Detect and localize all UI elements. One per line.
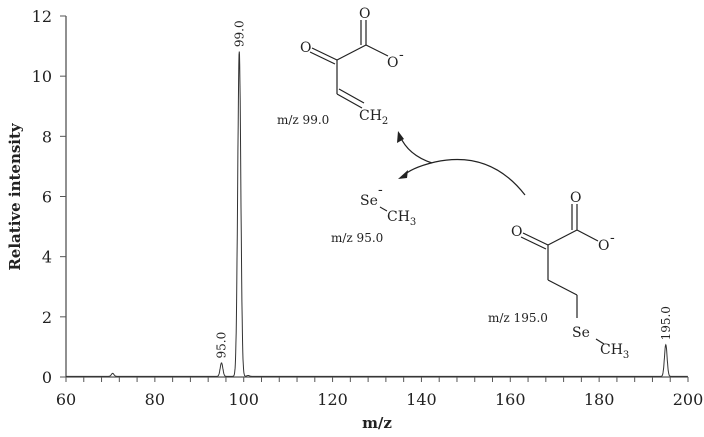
oxygen-label: O bbox=[511, 224, 522, 240]
structure-fragment-99 bbox=[309, 20, 389, 109]
y-axis-label: Relative intensity bbox=[6, 122, 24, 271]
y-tick-label: 2 bbox=[42, 308, 52, 327]
fragmentation-arrow bbox=[399, 135, 526, 196]
y-tick-label: 0 bbox=[42, 368, 52, 387]
y-tick-label: 10 bbox=[32, 67, 52, 86]
x-tick-label: 120 bbox=[317, 390, 348, 409]
arrowhead-icon bbox=[398, 170, 408, 179]
y-tick-label: 4 bbox=[42, 248, 52, 267]
bond-line bbox=[379, 206, 388, 212]
oxygen-label: O bbox=[598, 238, 609, 254]
peak-label: 95.0 bbox=[215, 332, 229, 359]
y-tick-label: 6 bbox=[42, 188, 52, 207]
oxygen-label: O bbox=[359, 6, 370, 22]
fragment-95-label: m/z 95.0 bbox=[331, 231, 383, 245]
charge-label: - bbox=[378, 182, 383, 198]
x-tick-label: 140 bbox=[406, 390, 437, 409]
fragment-99-label: m/z 99.0 bbox=[277, 113, 329, 127]
spectrum-line bbox=[66, 51, 688, 377]
peak-label: 99.0 bbox=[232, 20, 246, 47]
ch3-label: CH3 bbox=[387, 209, 416, 228]
ch2-label: CH2 bbox=[359, 108, 388, 127]
x-tick-label: 160 bbox=[495, 390, 526, 409]
charge-label: - bbox=[399, 47, 404, 63]
peak-label: 195.0 bbox=[659, 306, 673, 340]
arrowhead-icon bbox=[397, 131, 404, 143]
x-tick-label: 60 bbox=[56, 390, 76, 409]
oxygen-label: O bbox=[570, 190, 581, 206]
oxygen-label: O bbox=[300, 40, 311, 56]
structure-parent-195 bbox=[520, 204, 605, 345]
ch3-label: CH3 bbox=[600, 342, 629, 361]
selenium-label: Se bbox=[360, 193, 378, 209]
charge-label: - bbox=[610, 230, 615, 246]
x-axis-label: m/z bbox=[362, 414, 392, 432]
x-tick-label: 80 bbox=[145, 390, 165, 409]
x-tick-label: 100 bbox=[228, 390, 259, 409]
parent-195-label: m/z 195.0 bbox=[488, 311, 548, 325]
oxygen-label: O bbox=[387, 55, 398, 71]
selenium-label: Se bbox=[572, 325, 590, 341]
y-tick-label: 12 bbox=[32, 7, 52, 26]
x-tick-label: 200 bbox=[673, 390, 704, 409]
x-tick-label: 180 bbox=[584, 390, 615, 409]
y-tick-label: 8 bbox=[42, 127, 52, 146]
